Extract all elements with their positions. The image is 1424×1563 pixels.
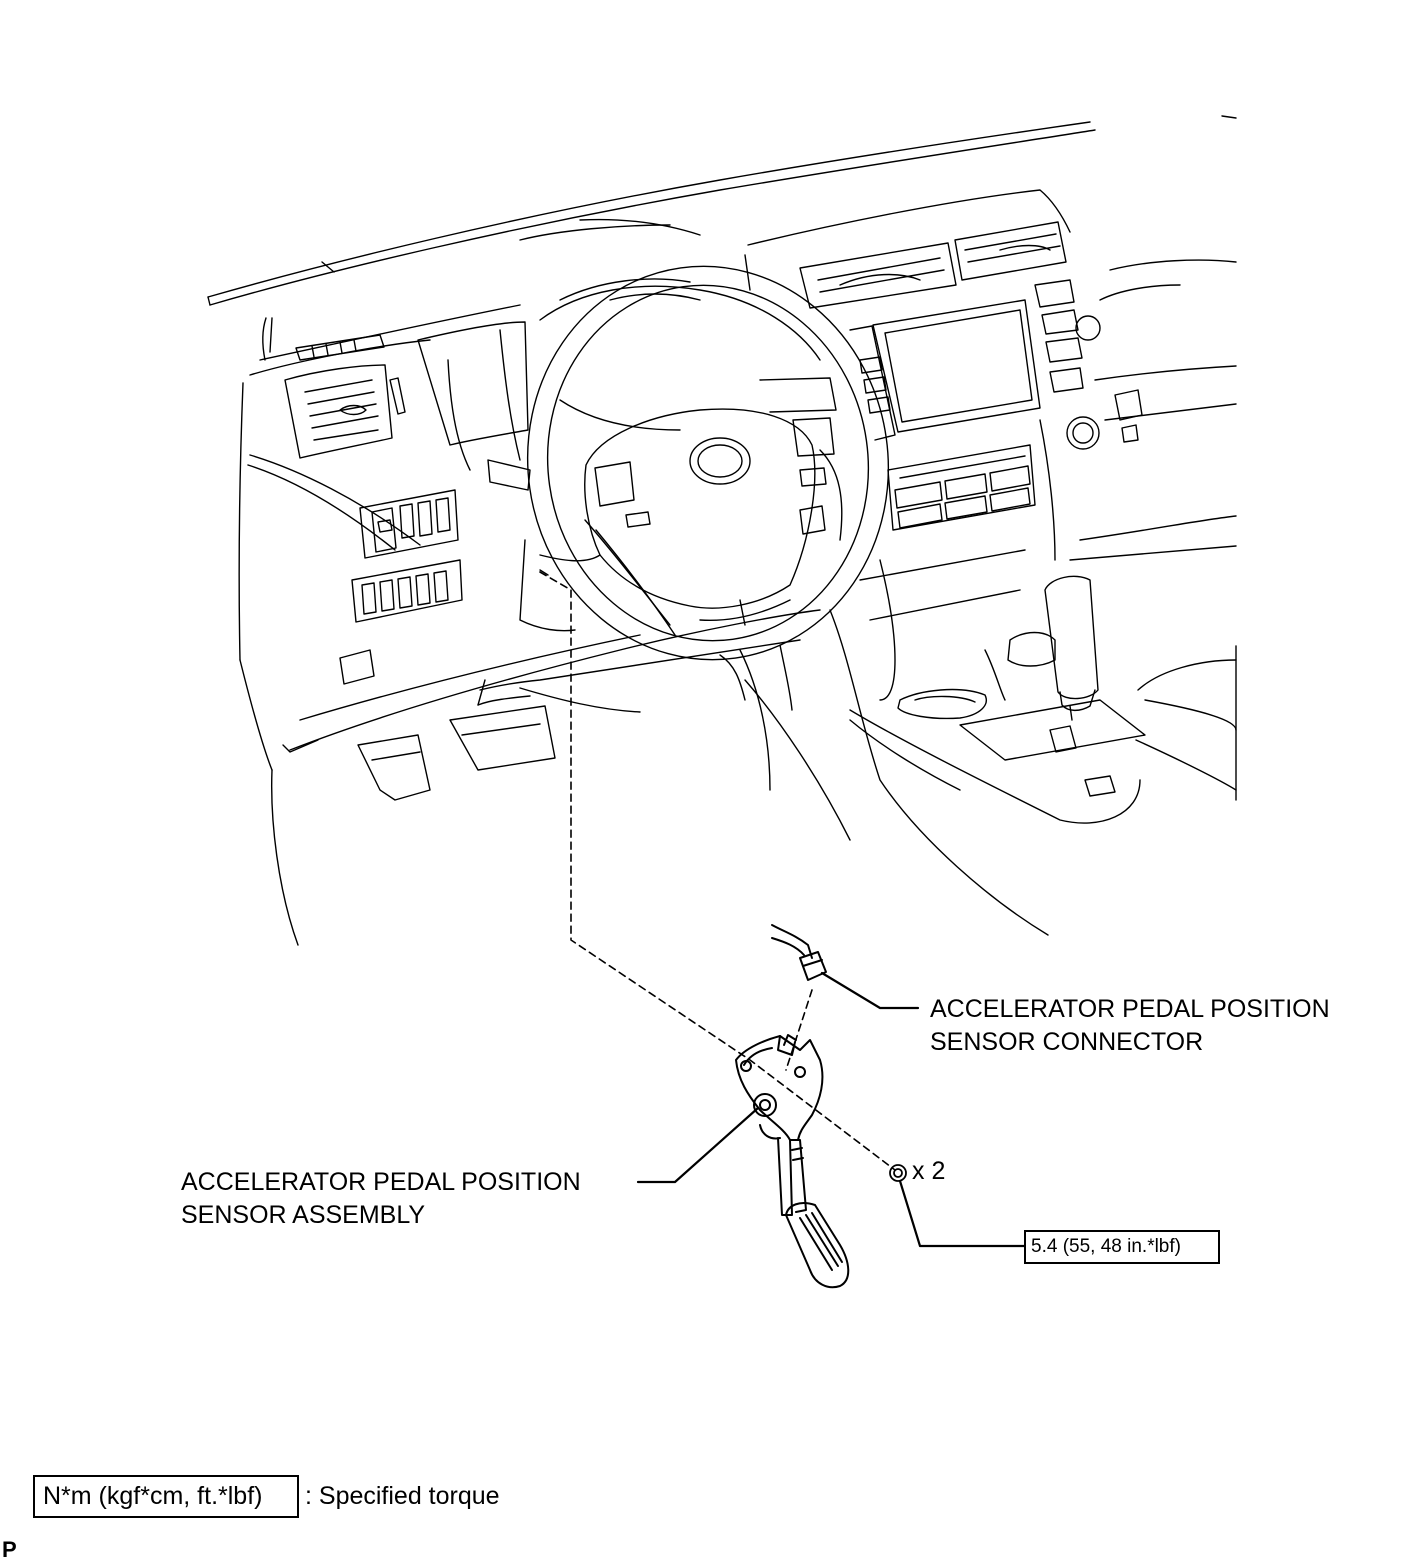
sensor-connector: [771, 924, 827, 981]
leader-lines: [636, 971, 1026, 1248]
bolt-icon: [889, 1164, 907, 1182]
torque-spec-box: 5.4 (55, 48 in.*lbf): [1024, 1230, 1220, 1264]
dashboard-outline: [207, 115, 1237, 361]
assembly-label-line1: ACCELERATOR PEDAL POSITION: [181, 1168, 581, 1196]
corner-mark: P: [2, 1537, 17, 1562]
assembly-label: ACCELERATOR PEDAL POSITION SENSOR ASSEMB…: [181, 1166, 581, 1232]
legend-unit-box: N*m (kgf*cm, ft.*lbf): [33, 1475, 299, 1518]
connector-label: ACCELERATOR PEDAL POSITION SENSOR CONNEC…: [930, 993, 1330, 1059]
center-stack: [744, 189, 1237, 701]
assembly-label-line2: SENSOR ASSEMBLY: [181, 1201, 426, 1229]
connector-label-line2: SENSOR CONNECTOR: [930, 1028, 1204, 1056]
legend-description: : Specified torque: [305, 1482, 500, 1510]
bolt-quantity: x 2: [912, 1157, 946, 1185]
dashboard-left-panel: [238, 334, 821, 946]
instrument-cluster: [417, 278, 837, 491]
center-console: [739, 575, 1237, 936]
pedals-under-dash: [357, 687, 641, 801]
steering-wheel: [477, 265, 890, 711]
accelerator-pedal-assembly: [735, 1034, 850, 1289]
connector-label-line1: ACCELERATOR PEDAL POSITION: [930, 995, 1330, 1023]
dashed-guide-lines: [539, 571, 896, 1171]
